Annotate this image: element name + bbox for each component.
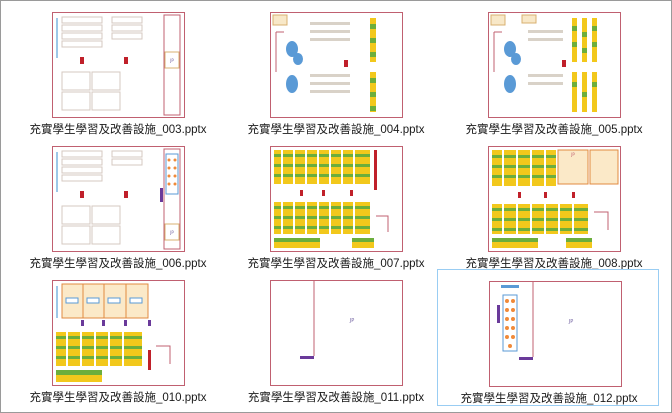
file-item-011[interactable]: JP 充實學生學習及改善設施_011.pptx bbox=[225, 273, 447, 410]
file-item-003[interactable]: JP 充實學生學習及改善設施_003.pptx bbox=[7, 5, 229, 142]
svg-text:JP: JP bbox=[349, 318, 355, 324]
pptx-thumbnail-icon bbox=[270, 146, 403, 252]
svg-text:JP: JP bbox=[169, 230, 174, 235]
file-name-label: 充實學生學習及改善設施_012.pptx bbox=[460, 393, 638, 405]
svg-text:JP: JP bbox=[568, 319, 574, 325]
file-item-012[interactable]: JP 充實學生學習及改善設施_012.pptx bbox=[437, 269, 659, 406]
pptx-thumbnail-icon: JP bbox=[270, 280, 403, 386]
file-item-005[interactable]: 充實學生學習及改善設施_005.pptx bbox=[443, 5, 665, 142]
pptx-thumbnail-icon: JP bbox=[489, 281, 622, 387]
file-name-label: 充實學生學習及改善設施_007.pptx bbox=[247, 258, 425, 270]
pptx-thumbnail-icon: JP bbox=[52, 146, 185, 252]
pptx-thumbnail-icon bbox=[270, 12, 403, 118]
file-name-label: 充實學生學習及改善設施_008.pptx bbox=[465, 258, 643, 270]
file-name-label: 充實學生學習及改善設施_005.pptx bbox=[465, 124, 643, 136]
file-item-007[interactable]: 充實學生學習及改善設施_007.pptx bbox=[225, 139, 447, 276]
file-name-label: 充實學生學習及改善設施_006.pptx bbox=[29, 258, 207, 270]
file-item-004[interactable]: 充實學生學習及改善設施_004.pptx bbox=[225, 5, 447, 142]
file-item-010[interactable]: 充實學生學習及改善設施_010.pptx bbox=[7, 273, 229, 410]
file-item-006[interactable]: JP 充實學生學習及改善設施_006.pptx bbox=[7, 139, 229, 276]
pptx-thumbnail-icon: JP bbox=[52, 12, 185, 118]
svg-text:JP: JP bbox=[570, 152, 575, 157]
svg-text:JP: JP bbox=[169, 58, 174, 63]
file-name-label: 充實學生學習及改善設施_004.pptx bbox=[247, 124, 425, 136]
pptx-thumbnail-icon: JP bbox=[488, 146, 621, 252]
file-name-label: 充實學生學習及改善設施_003.pptx bbox=[29, 124, 207, 136]
file-item-008[interactable]: JP 充實學生學習及改善設施_008.pptx bbox=[443, 139, 665, 276]
file-name-label: 充實學生學習及改善設施_011.pptx bbox=[247, 392, 425, 404]
file-name-label: 充實學生學習及改善設施_010.pptx bbox=[29, 392, 207, 404]
pptx-thumbnail-icon bbox=[52, 280, 185, 386]
pptx-thumbnail-icon bbox=[488, 12, 621, 118]
